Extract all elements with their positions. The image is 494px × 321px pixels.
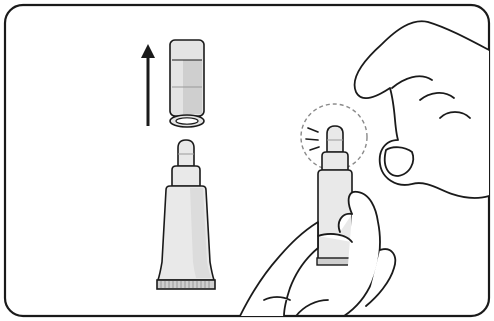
tube-cap	[170, 40, 204, 127]
